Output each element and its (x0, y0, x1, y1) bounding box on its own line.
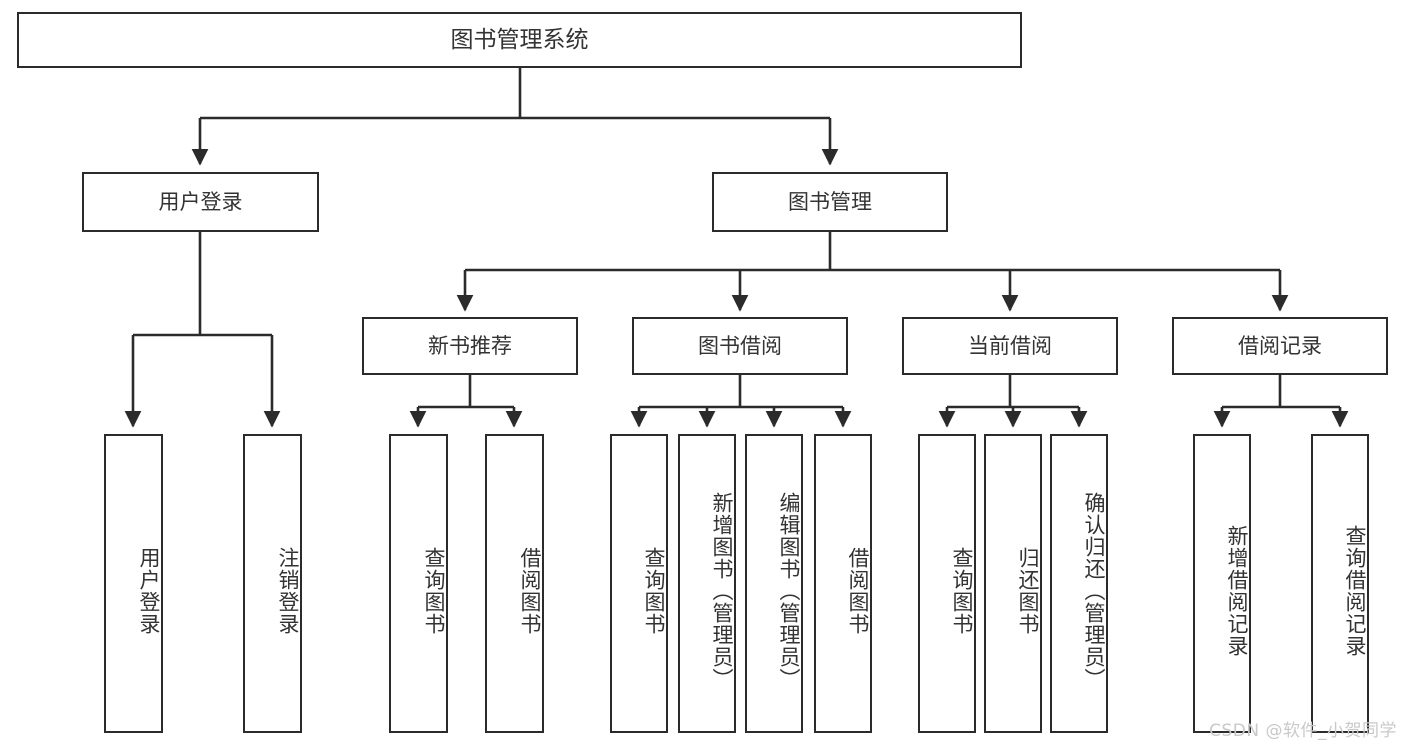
node-leaf-confirm-return-label: 确认归还（管理员） (1082, 491, 1106, 690)
node-book-manage[interactable]: 图书管理 (712, 172, 948, 232)
node-book-manage-label: 图书管理 (788, 189, 872, 214)
node-leaf-user-login[interactable]: 用户登录 (104, 434, 163, 733)
node-leaf-query-book-2[interactable]: 查询图书 (610, 434, 668, 733)
node-leaf-edit-book[interactable]: 编辑图书（管理员） (745, 434, 803, 733)
node-root[interactable]: 图书管理系统 (17, 12, 1022, 68)
node-leaf-return-book-label: 归还图书 (1016, 546, 1040, 635)
node-book-borrow[interactable]: 图书借阅 (632, 317, 848, 375)
node-new-book-rec-label: 新书推荐 (428, 333, 512, 358)
node-user-login[interactable]: 用户登录 (82, 172, 319, 232)
node-leaf-user-login-label: 用户登录 (137, 546, 161, 635)
node-leaf-edit-book-label: 编辑图书（管理员） (777, 491, 801, 690)
node-leaf-query-book-1-label: 查询图书 (422, 546, 446, 635)
node-leaf-borrow-book-1[interactable]: 借阅图书 (485, 434, 544, 733)
node-leaf-query-record[interactable]: 查询借阅记录 (1311, 434, 1369, 733)
node-leaf-query-record-label: 查询借阅记录 (1343, 524, 1367, 657)
node-borrow-record-label: 借阅记录 (1238, 333, 1322, 358)
node-leaf-query-book-3[interactable]: 查询图书 (918, 434, 976, 733)
node-book-borrow-label: 图书借阅 (698, 333, 782, 358)
node-leaf-query-book-1[interactable]: 查询图书 (389, 434, 448, 733)
node-current-borrow[interactable]: 当前借阅 (902, 317, 1118, 375)
node-borrow-record[interactable]: 借阅记录 (1172, 317, 1388, 375)
node-leaf-add-record-label: 新增借阅记录 (1225, 524, 1249, 657)
node-leaf-borrow-book-2-label: 借阅图书 (846, 546, 870, 635)
node-leaf-borrow-book-2[interactable]: 借阅图书 (814, 434, 872, 733)
node-new-book-rec[interactable]: 新书推荐 (362, 317, 578, 375)
node-current-borrow-label: 当前借阅 (968, 333, 1052, 358)
node-leaf-borrow-book-1-label: 借阅图书 (518, 546, 542, 635)
node-leaf-return-book[interactable]: 归还图书 (984, 434, 1042, 733)
node-leaf-logout[interactable]: 注销登录 (243, 434, 302, 733)
node-root-label: 图书管理系统 (450, 26, 589, 53)
node-leaf-query-book-2-label: 查询图书 (642, 546, 666, 635)
watermark-text: CSDN @软件_小贺同学 (1209, 721, 1397, 741)
node-leaf-confirm-return[interactable]: 确认归还（管理员） (1050, 434, 1108, 733)
node-leaf-logout-label: 注销登录 (276, 546, 300, 635)
node-leaf-add-record[interactable]: 新增借阅记录 (1193, 434, 1251, 733)
node-leaf-query-book-3-label: 查询图书 (950, 546, 974, 635)
node-leaf-add-book-label: 新增图书（管理员） (710, 491, 734, 690)
node-user-login-label: 用户登录 (158, 189, 243, 214)
node-leaf-add-book[interactable]: 新增图书（管理员） (678, 434, 736, 733)
